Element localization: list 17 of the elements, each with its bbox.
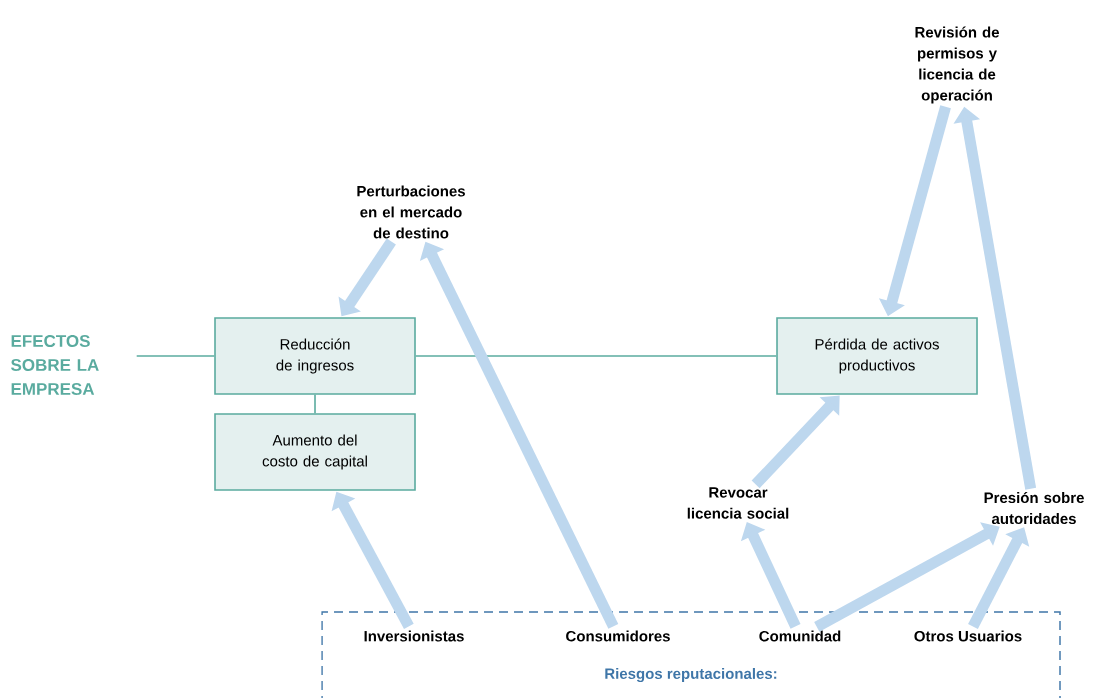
stakeholder-label: Comunidad	[759, 630, 841, 642]
effect-label: Revocar licencia social	[687, 487, 789, 519]
stakeholder-label: Inversionistas	[364, 630, 464, 642]
stakeholder-label: Otros Usuarios	[914, 630, 1022, 642]
connector-line	[415, 355, 777, 357]
connector-line	[314, 394, 316, 414]
effect-box: Reducción de ingresos	[214, 317, 416, 395]
stakeholder-label: Consumidores	[566, 630, 670, 642]
section-heading: EFECTOS SOBRE LA EMPRESA	[11, 335, 99, 396]
effect-label: Presión sobre autoridades	[984, 491, 1084, 525]
effect-label: Perturbaciones en el mercado de destino	[357, 185, 465, 239]
effect-label: Revisión de permisos y licencia de operación	[915, 26, 999, 104]
effect-box: Aumento del costo de capital	[214, 413, 416, 491]
block-arrow	[814, 522, 1000, 632]
connector-line	[135, 355, 215, 357]
effect-box: Pérdida de activos productivos	[776, 317, 978, 395]
block-arrow	[751, 395, 840, 489]
